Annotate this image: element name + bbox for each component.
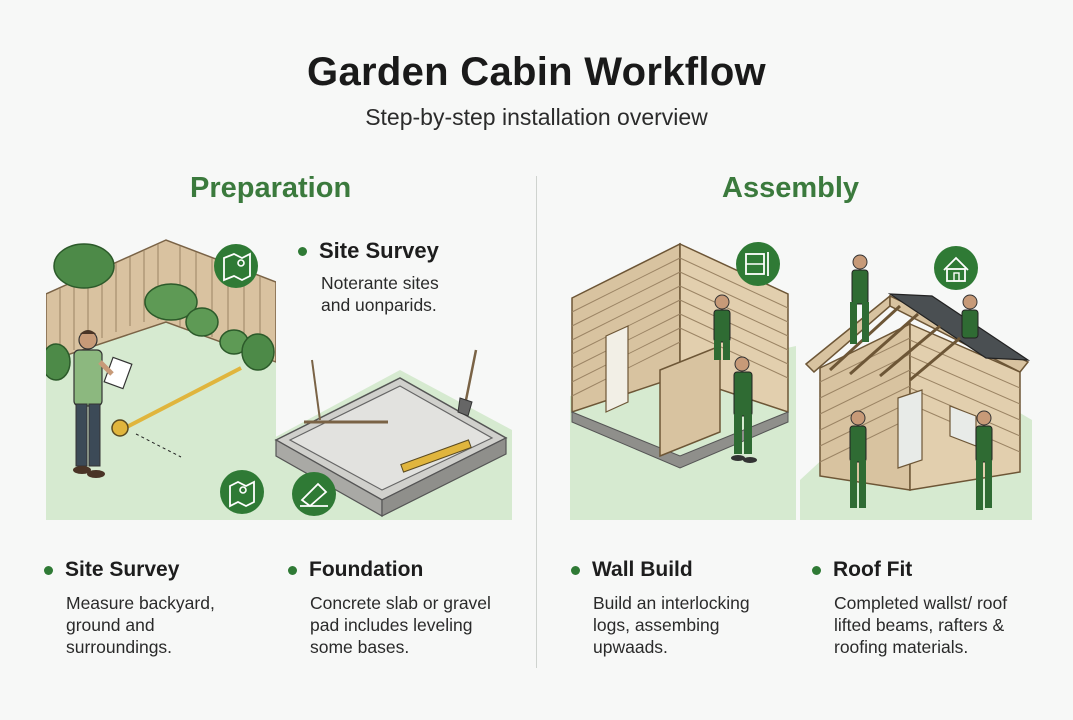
step-line: Completed wallst/ roof bbox=[834, 593, 1008, 613]
map-pin-icon bbox=[220, 470, 264, 514]
step-line: upwaads. bbox=[593, 637, 668, 657]
step-site-survey-title: Site Survey bbox=[44, 558, 179, 582]
worker-figure bbox=[961, 294, 979, 339]
bullet-dot bbox=[812, 565, 821, 575]
worker-figure bbox=[849, 410, 867, 508]
step-title-text: Foundation bbox=[309, 558, 424, 581]
worker-figure bbox=[850, 254, 869, 344]
step-roof-fit-description: Completed wallst/ roof lifted beams, raf… bbox=[834, 592, 1007, 658]
bullet-dot bbox=[288, 565, 297, 575]
step-site-survey-description: Measure backyard, ground and surrounding… bbox=[66, 592, 215, 658]
step-wall-build-title: Wall Build bbox=[571, 558, 693, 582]
worker-figure bbox=[713, 294, 731, 360]
step-line: Concrete slab or gravel bbox=[310, 593, 491, 613]
step-roof-fit-title: Roof Fit bbox=[812, 558, 912, 582]
wall-build-illustration bbox=[570, 242, 796, 520]
bullet-dot bbox=[571, 565, 580, 575]
surveyor-figure bbox=[73, 330, 133, 478]
section-title-assembly: Assembly bbox=[722, 172, 860, 204]
step-line: logs, assembing bbox=[593, 615, 720, 635]
step-line: Build an interlocking bbox=[593, 593, 750, 613]
page-subtitle: Step-by-step installation overview bbox=[365, 104, 708, 130]
worker-figure bbox=[731, 356, 757, 463]
step-foundation-description: Concrete slab or gravel pad includes lev… bbox=[310, 592, 491, 658]
trowel-icon bbox=[292, 472, 336, 516]
step-wall-build-description: Build an interlocking logs, assembing up… bbox=[593, 592, 750, 658]
map-pin-icon bbox=[214, 244, 258, 288]
wall-panel-icon bbox=[736, 242, 780, 286]
step-line: some bases. bbox=[310, 637, 410, 657]
callout-description: Noterante sites and uonparids. bbox=[321, 272, 439, 316]
house-icon bbox=[934, 246, 978, 290]
bullet-dot bbox=[298, 246, 307, 256]
step-line: surroundings. bbox=[66, 637, 173, 657]
callout-line: and uonparids. bbox=[321, 295, 437, 315]
roof-fit-illustration bbox=[800, 246, 1032, 520]
step-line: lifted beams, rafters & bbox=[834, 615, 1005, 635]
step-title-text: Roof Fit bbox=[833, 558, 913, 581]
step-line: ground and bbox=[66, 615, 155, 635]
worker-figure bbox=[975, 410, 993, 510]
step-line: roofing materials. bbox=[834, 637, 969, 657]
foundation-illustration bbox=[270, 349, 512, 520]
section-title-preparation: Preparation bbox=[190, 172, 352, 204]
step-foundation-title: Foundation bbox=[288, 558, 423, 582]
callout-line: Noterante sites bbox=[321, 273, 439, 293]
callout-title: Site Survey bbox=[298, 238, 439, 264]
section-divider bbox=[536, 176, 537, 668]
site-survey-illustration bbox=[46, 222, 276, 520]
step-title-text: Wall Build bbox=[592, 558, 693, 581]
page-title: Garden Cabin Workflow bbox=[307, 50, 766, 94]
step-line: Measure backyard, bbox=[66, 593, 215, 613]
callout-title-text: Site Survey bbox=[319, 238, 439, 263]
step-title-text: Site Survey bbox=[65, 558, 180, 581]
step-line: pad includes leveling bbox=[310, 615, 473, 635]
bullet-dot bbox=[44, 565, 53, 575]
